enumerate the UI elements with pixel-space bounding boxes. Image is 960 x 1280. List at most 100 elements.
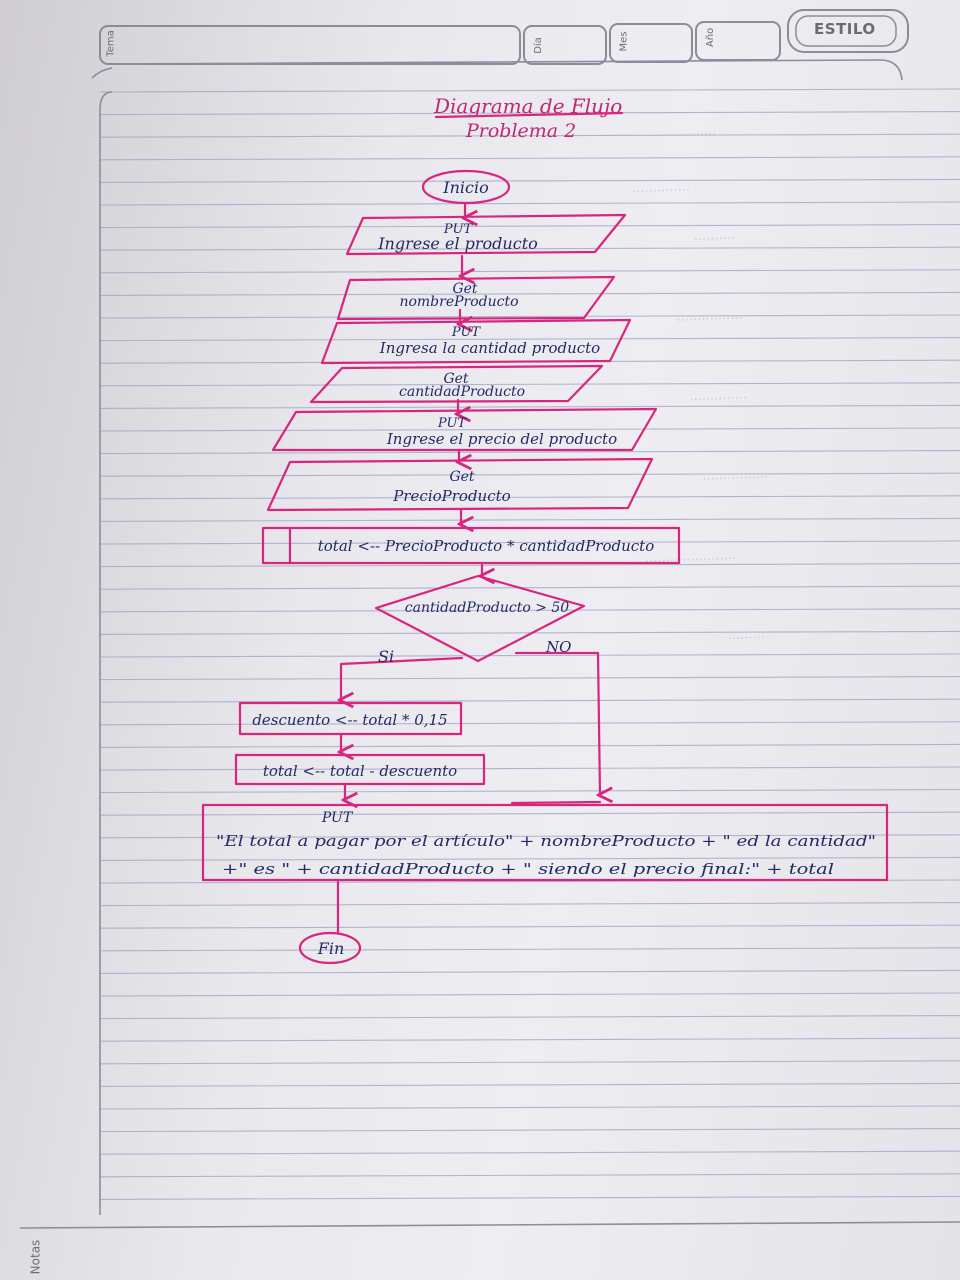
ruled-line bbox=[99, 1082, 960, 1087]
ruled-line bbox=[99, 269, 960, 274]
ruled-line bbox=[99, 992, 960, 997]
ruled-line bbox=[99, 789, 960, 794]
end-label: Fin bbox=[317, 939, 345, 958]
ruled-line bbox=[99, 1195, 960, 1200]
ruled-line bbox=[99, 947, 960, 952]
process1-text: total <-- PrecioProducto * cantidadProdu… bbox=[318, 537, 654, 555]
get2-keyword: Get bbox=[443, 371, 468, 387]
get-input-2 bbox=[309, 364, 604, 404]
ruled-line bbox=[99, 156, 960, 161]
ruled-line bbox=[99, 1105, 960, 1110]
get1-text: nombreProducto bbox=[399, 294, 518, 310]
ruled-line bbox=[99, 111, 960, 116]
ruled-line bbox=[99, 224, 960, 229]
svg-text:..........: .......... bbox=[694, 228, 736, 244]
get3-text: PrecioProducto bbox=[392, 487, 510, 505]
put-input-2 bbox=[320, 318, 632, 365]
svg-text:......................: ...................... bbox=[645, 548, 736, 566]
ruled-line bbox=[99, 856, 960, 861]
put2-text: Ingresa la cantidad producto bbox=[379, 339, 600, 357]
title-underline bbox=[434, 111, 624, 119]
decision-text: cantidadProducto > 50 bbox=[405, 600, 570, 616]
brand-logo: ESTILO bbox=[814, 20, 876, 38]
svg-text:................: ................ bbox=[677, 307, 744, 324]
ruled-line bbox=[99, 1128, 960, 1133]
svg-text:................: ................ bbox=[702, 467, 769, 484]
ruled-line bbox=[99, 1015, 960, 1020]
put4-line1: "El total a pagar por el artículo" + nom… bbox=[216, 832, 876, 850]
ruled-line bbox=[99, 133, 960, 138]
get1-keyword: Get bbox=[452, 281, 477, 297]
ruled-line bbox=[99, 585, 960, 590]
ruled-line bbox=[99, 291, 960, 296]
yes-label: Si bbox=[378, 647, 394, 666]
ruled-line bbox=[99, 1060, 960, 1065]
process-descuento bbox=[238, 701, 463, 736]
ruled-line bbox=[99, 427, 960, 432]
ruled-line bbox=[99, 924, 960, 929]
put-output-final bbox=[201, 803, 889, 882]
ruled-line bbox=[99, 969, 960, 974]
ruled-line bbox=[99, 450, 960, 455]
no-branch bbox=[514, 651, 600, 795]
yes-branch bbox=[341, 656, 464, 700]
ruled-line bbox=[99, 540, 960, 545]
ruled-line bbox=[99, 404, 960, 409]
svg-text:..............: .............. bbox=[632, 179, 690, 196]
ruled-line bbox=[99, 337, 960, 342]
decision-diamond bbox=[374, 574, 586, 663]
get3-keyword: Get bbox=[449, 469, 474, 485]
start-label: Inicio bbox=[442, 178, 488, 197]
get-input-3 bbox=[266, 457, 654, 512]
ruled-line bbox=[99, 1037, 960, 1042]
ruled-line bbox=[99, 88, 960, 93]
ruled-line bbox=[99, 766, 960, 771]
ruled-line bbox=[99, 472, 960, 477]
get-input-1 bbox=[336, 275, 616, 321]
ruled-line bbox=[99, 495, 960, 500]
put4-keyword: PUT bbox=[321, 810, 354, 826]
no-label: NO bbox=[545, 638, 571, 656]
svg-text:................: ................ bbox=[650, 123, 717, 140]
ruled-line bbox=[99, 811, 960, 816]
ruled-line bbox=[99, 178, 960, 183]
ruled-line bbox=[99, 608, 960, 613]
get2-text: cantidadProducto bbox=[399, 384, 525, 400]
ruled-line bbox=[99, 517, 960, 522]
put-input-3 bbox=[271, 407, 658, 452]
put-input-1 bbox=[345, 213, 627, 256]
put3-text: Ingrese el precio del producto bbox=[386, 430, 617, 448]
process2-text: descuento <-- total * 0,15 bbox=[252, 711, 447, 729]
ruled-line bbox=[99, 382, 960, 387]
ruled-line bbox=[99, 653, 960, 658]
put3-keyword: PUT bbox=[437, 416, 467, 431]
svg-text:..............: .............. bbox=[690, 387, 748, 404]
ruled-line bbox=[99, 902, 960, 907]
merge-line bbox=[510, 800, 602, 805]
ruled-line bbox=[99, 834, 960, 839]
ruled-line bbox=[99, 201, 960, 206]
put1-keyword: PUT bbox=[443, 222, 473, 237]
ruled-line bbox=[99, 1173, 960, 1178]
process-total bbox=[261, 526, 681, 565]
ruled-line bbox=[99, 743, 960, 748]
ruled-line bbox=[99, 563, 960, 568]
put2-keyword: PUT bbox=[451, 325, 481, 340]
put1-text: Ingrese el producto bbox=[377, 234, 538, 253]
ruled-line bbox=[99, 721, 960, 726]
ruled-line bbox=[99, 1150, 960, 1155]
ruled-line bbox=[99, 246, 960, 251]
svg-text:.........: ......... bbox=[728, 627, 766, 643]
ruled-line bbox=[99, 676, 960, 681]
process-total-descuento bbox=[234, 753, 486, 786]
end-terminal bbox=[298, 931, 362, 965]
process3-text: total <-- total - descuento bbox=[263, 762, 457, 780]
ruled-line bbox=[99, 314, 960, 319]
diagram-subtitle: Problema 2 bbox=[465, 120, 576, 142]
put4-line2: +" es " + cantidadProducto + " siendo el… bbox=[222, 860, 834, 878]
ruled-line bbox=[99, 698, 960, 703]
